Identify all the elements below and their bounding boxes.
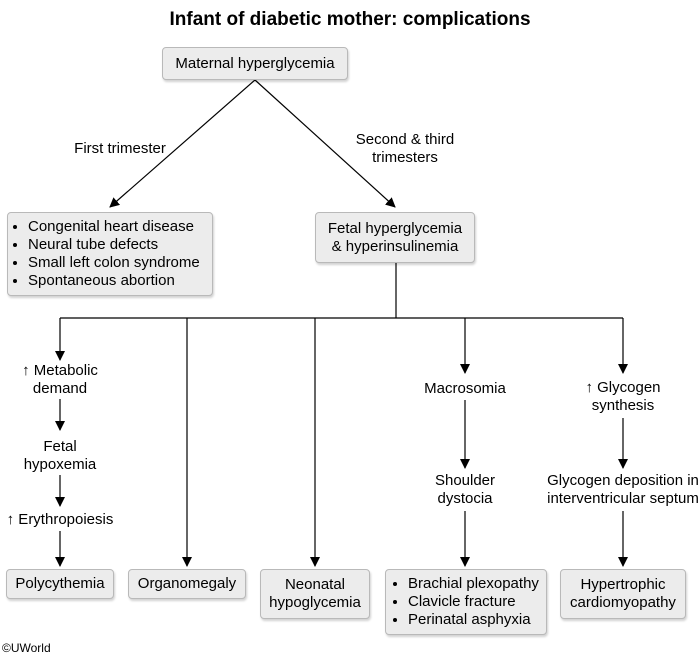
list-item: Spontaneous abortion — [28, 272, 200, 290]
list-item: Neural tube defects — [28, 236, 200, 254]
list-item: Brachial plexopathy — [408, 575, 539, 593]
label-cardio-line1: Hypertrophic — [580, 576, 666, 593]
label-fetal-line1: Fetal hyperglycemia — [327, 219, 463, 237]
label-metabolic-line1: ↑ Metabolic — [22, 362, 98, 379]
label-polycythemia: Polycythemia — [15, 575, 105, 592]
label-hypoxemia-line1: Fetal — [43, 438, 77, 455]
list-item: Perinatal asphyxia — [408, 611, 539, 629]
label-erythropoiesis: ↑ Erythropoiesis — [6, 511, 114, 528]
label-glycogen-line2: synthesis — [591, 397, 655, 414]
box-first-trimester-complications: Congenital heart disease Neural tube def… — [7, 212, 213, 296]
label-neonatal-line1: Neonatal — [284, 576, 346, 593]
label-shoulder-line2: dystocia — [437, 490, 493, 507]
box-fetal-hyperglycemia: Fetal hyperglycemia & hyperinsulinemia — [315, 212, 475, 263]
label-organomegaly: Organomegaly — [137, 575, 237, 592]
label-glycogen-line1: ↑ Glycogen — [585, 379, 661, 396]
label-maternal-hyperglycemia: Maternal hyperglycemia — [175, 54, 335, 72]
box-maternal-hyperglycemia: Maternal hyperglycemia — [162, 47, 348, 80]
label-metabolic-line2: demand — [32, 380, 88, 397]
arrow-first-trimester — [109, 79, 256, 208]
label-second-third-line2: trimesters — [372, 149, 438, 166]
label-hypoxemia-line2: hypoxemia — [23, 456, 97, 473]
label-cardio-line2: cardiomyopathy — [570, 594, 676, 611]
copyright-text: ©UWorld — [2, 641, 51, 655]
label-second-third-line1: Second & third — [355, 131, 455, 148]
list-item: Small left colon syndrome — [28, 254, 200, 272]
label-deposition-line1: Glycogen deposition in — [547, 472, 699, 489]
box-hypertrophic-cardiomyopathy: Hypertrophic cardiomyopathy — [560, 569, 686, 619]
label-first-trimester: First trimester — [74, 140, 166, 157]
box-neonatal-hypoglycemia: Neonatal hypoglycemia — [260, 569, 370, 619]
label-fetal-line2: & hyperinsulinemia — [331, 237, 459, 255]
list-item: Congenital heart disease — [28, 218, 200, 236]
diagram-title: Infant of diabetic mother: complications — [169, 9, 531, 30]
list-item: Clavicle fracture — [408, 593, 539, 611]
label-shoulder-line1: Shoulder — [434, 472, 496, 489]
label-macrosomia: Macrosomia — [424, 380, 506, 397]
label-neonatal-line2: hypoglycemia — [269, 594, 361, 611]
arrow-second-third — [254, 79, 396, 208]
box-organomegaly: Organomegaly — [128, 569, 246, 599]
label-deposition-line2: interventricular septum — [547, 490, 699, 507]
box-polycythemia: Polycythemia — [6, 569, 114, 599]
box-macrosomia-complications: Brachial plexopathy Clavicle fracture Pe… — [385, 569, 547, 635]
